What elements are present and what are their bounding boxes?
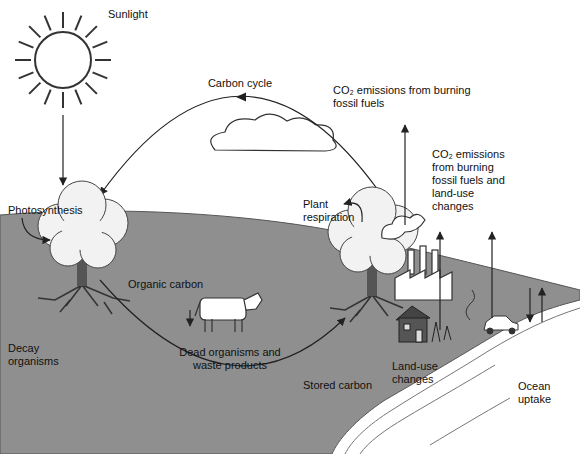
diagram-label: Photosynthesis	[8, 204, 98, 217]
diagram-label: Land-use changes	[392, 360, 447, 386]
factory	[382, 214, 452, 300]
diagram-label: Sunlight	[108, 8, 178, 21]
cow	[195, 293, 262, 332]
ocean-exchange-arrows	[530, 288, 542, 322]
sunlight-arrow	[62, 115, 63, 185]
diagram-label: Ocean uptake	[518, 380, 574, 406]
cloud	[211, 114, 336, 151]
diagram-label: CO₂ emissions from burning fossil fuels	[333, 84, 471, 110]
ground	[0, 211, 580, 454]
diagram-label: Dead organisms and waste products	[178, 346, 282, 372]
diagram-label: Stored carbon	[303, 379, 393, 392]
diagram-label: CO₂ emissions from burning fossil fuels …	[432, 148, 516, 213]
ocean-waves	[345, 308, 580, 454]
diagram-label: Decay organisms	[8, 342, 70, 368]
arrowhead	[236, 93, 246, 102]
waste-arrow	[189, 310, 190, 326]
carbon-cycle-arrow	[100, 96, 378, 195]
sun-symbol	[15, 12, 111, 108]
house	[396, 306, 451, 342]
diagram-label: Plant respiration	[303, 198, 365, 224]
diagram-label: Organic carbon	[128, 278, 228, 291]
diagram-label: Carbon cycle	[190, 77, 290, 90]
tree-left	[38, 181, 130, 314]
photosynthesis-arrow	[22, 218, 50, 240]
